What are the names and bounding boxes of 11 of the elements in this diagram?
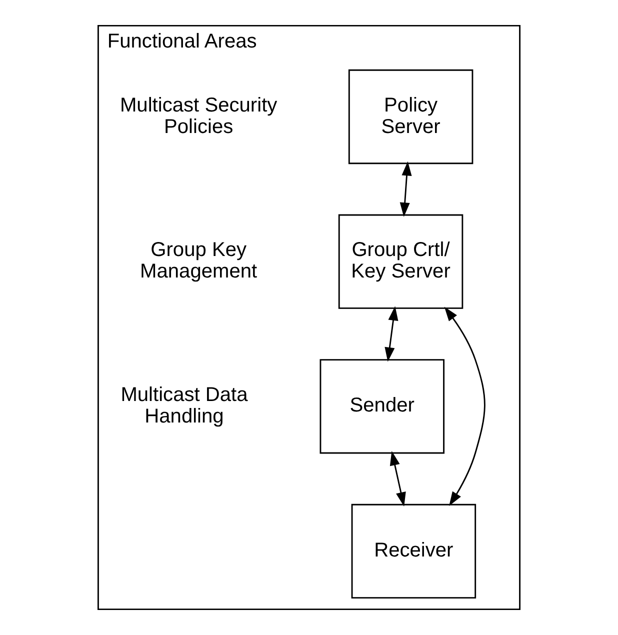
label: Group Key Management	[140, 239, 258, 283]
label: Multicast Security Policies	[120, 94, 278, 138]
arrow	[400, 161, 412, 217]
node-box: Group Crtl/ Key Server	[338, 214, 464, 309]
node-box: Sender	[320, 359, 444, 454]
arrow	[384, 306, 398, 362]
node-box: Policy Server	[348, 69, 474, 164]
node-box: Receiver	[351, 504, 476, 599]
arrow	[390, 451, 406, 507]
label: Multicast Data Handling	[120, 384, 248, 428]
arrow	[444, 306, 486, 506]
